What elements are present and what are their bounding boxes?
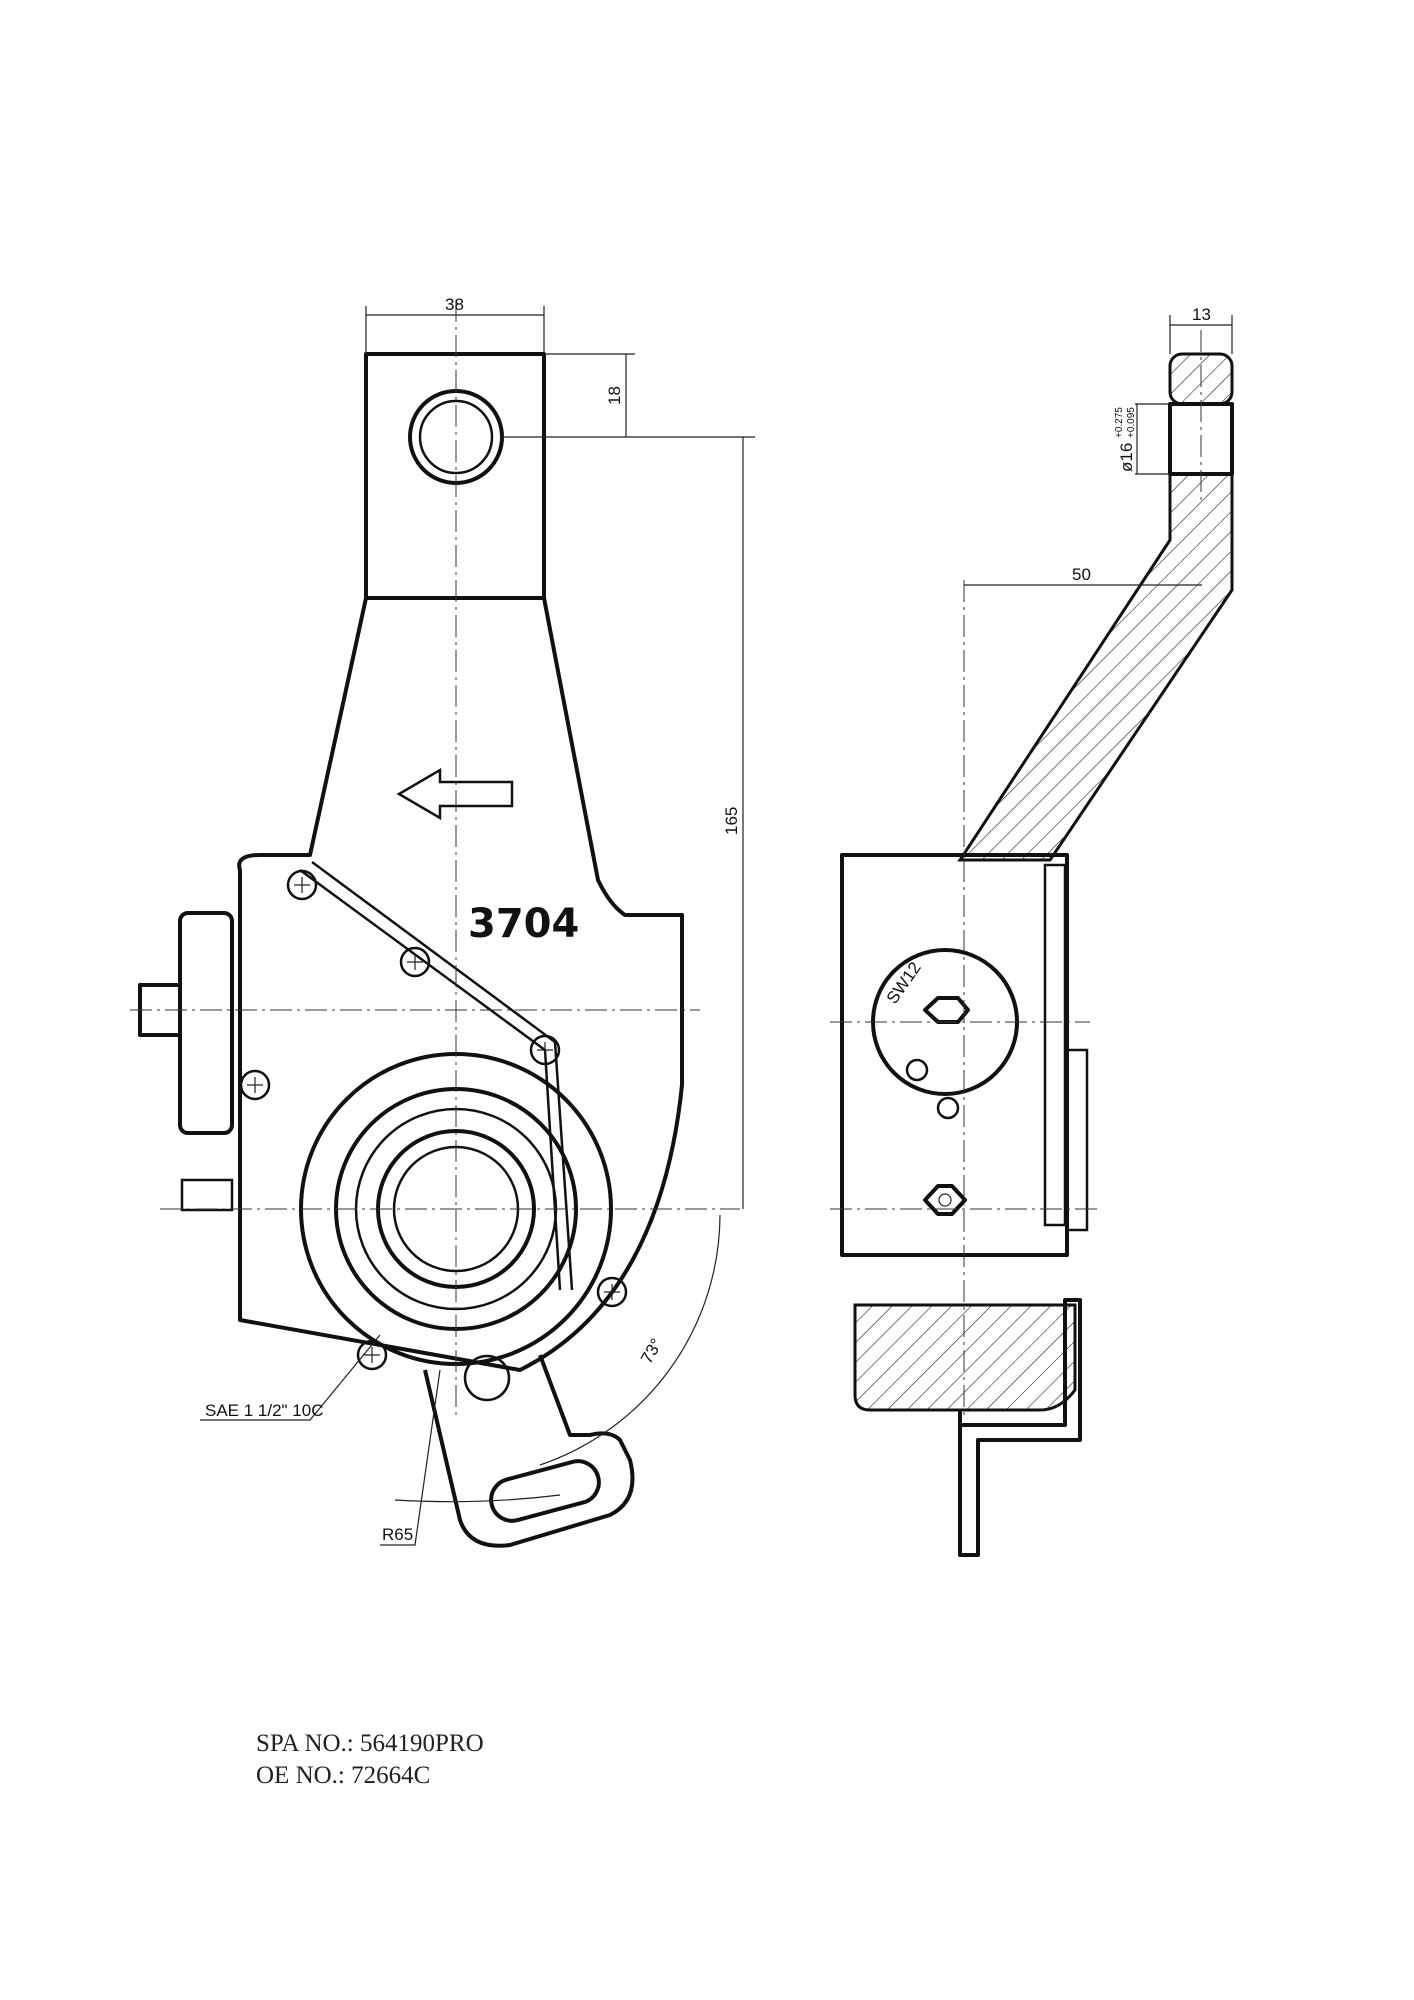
- dim-offset: 50: [1072, 565, 1091, 584]
- grease-nipple: [180, 1178, 234, 1212]
- side-view: SW12 13 ø16 +0.275 +0.095 50: [830, 305, 1234, 1557]
- dim-eye-offset: 18: [605, 386, 624, 405]
- lever-arm: [237, 352, 684, 1372]
- dim-eye-diameter: ø16: [1117, 443, 1136, 472]
- arm-section: [957, 472, 1234, 862]
- hex-nut-icon: [923, 996, 970, 1024]
- dim-angle: 73°: [637, 1335, 666, 1367]
- dim-arm-length: 165: [722, 807, 741, 835]
- dim-spline: SAE 1 1/2" 10C: [205, 1401, 324, 1420]
- dim-arm-width: 38: [445, 295, 464, 314]
- part-numbers: SPA NO.: 564190PRO OE NO.: 72664C: [256, 1728, 484, 1792]
- dim-eye-tol-upper: +0.275: [1114, 407, 1125, 438]
- gear-section: [853, 1303, 1077, 1412]
- bleed-nut-icon: [923, 1184, 967, 1216]
- spa-number: SPA NO.: 564190PRO: [256, 1730, 484, 1757]
- part-marking: 3704: [468, 901, 579, 947]
- front-view: 3704 38 18 165 73° SAE 1 1/2" 10C R65: [130, 295, 755, 1548]
- screw-icons: [239, 869, 628, 1371]
- direction-arrow-icon: [396, 767, 514, 821]
- dim-wrench-size: SW12: [883, 958, 925, 1007]
- side-housing: [178, 911, 234, 1135]
- oe-number: OE NO.: 72664C: [256, 1762, 431, 1789]
- dim-eye-thickness: 13: [1192, 305, 1211, 324]
- dim-radius: R65: [382, 1525, 413, 1544]
- side-body: [840, 853, 1069, 1257]
- dim-eye-tol-lower: +0.095: [1126, 407, 1137, 438]
